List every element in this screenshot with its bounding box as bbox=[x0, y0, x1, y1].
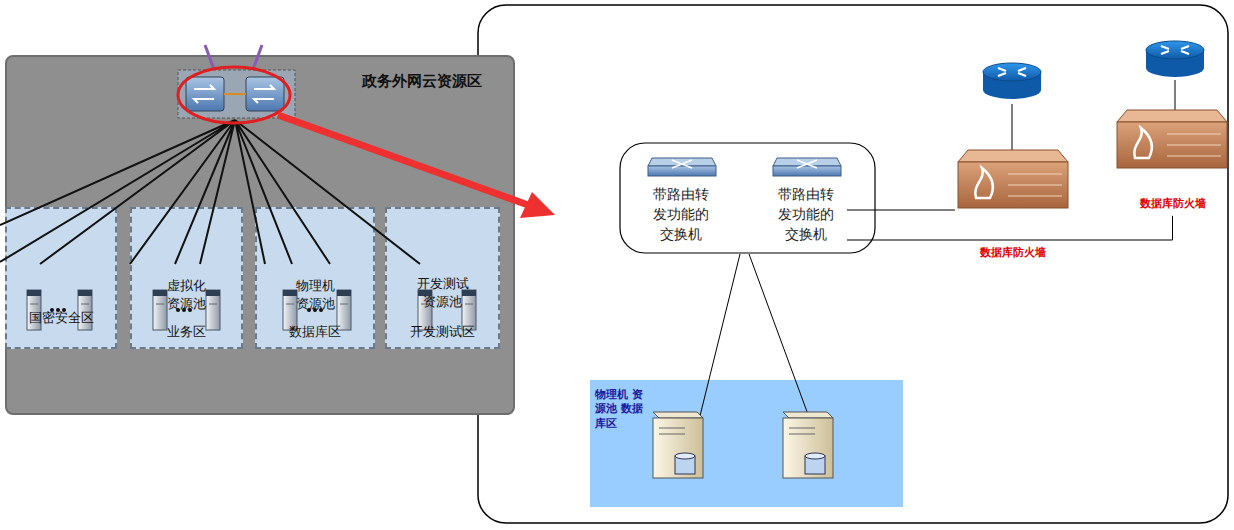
connector bbox=[847, 216, 1173, 240]
node-label: 带路由转 发功能的 交换机 bbox=[775, 184, 837, 244]
router-link bbox=[1012, 80, 1175, 150]
brick-line bbox=[1167, 145, 1221, 146]
server-body bbox=[206, 290, 220, 330]
fan-lines bbox=[0, 120, 420, 264]
server-slot bbox=[340, 304, 348, 305]
server-slot bbox=[156, 304, 164, 305]
server-body bbox=[153, 290, 167, 330]
ellipsis-dot bbox=[50, 308, 54, 312]
server-top bbox=[418, 290, 432, 296]
server-slot bbox=[421, 304, 429, 305]
server-top bbox=[27, 290, 41, 296]
zone-box: 物理机 资源池数据库区 bbox=[255, 207, 375, 349]
switch-frame bbox=[178, 70, 295, 118]
switch-node: 带路由转 发功能的 交换机 bbox=[640, 150, 722, 250]
server-body bbox=[337, 290, 351, 330]
server-body bbox=[418, 290, 432, 330]
server-icon bbox=[78, 290, 92, 330]
server-icon bbox=[283, 290, 297, 330]
server-body bbox=[462, 290, 476, 330]
server-slot bbox=[286, 304, 294, 305]
node-label: 虚拟化 资源池 bbox=[165, 277, 209, 312]
zone-box: 开发测试 资源池开发测试区 bbox=[385, 207, 500, 349]
ellipsis-dot bbox=[319, 308, 323, 312]
flame-mark bbox=[1134, 128, 1152, 158]
zone-title: 政务外网云资源区 bbox=[362, 71, 482, 91]
server-slot bbox=[30, 304, 38, 305]
server-top bbox=[153, 290, 167, 296]
server-top bbox=[337, 290, 351, 296]
server-body bbox=[27, 290, 41, 330]
server-top bbox=[462, 290, 476, 296]
router-icon bbox=[983, 63, 1041, 99]
uplink-line bbox=[205, 45, 262, 72]
server-top bbox=[206, 290, 220, 296]
node-label: 开发测试区 bbox=[403, 323, 483, 341]
server-body bbox=[283, 290, 297, 330]
zone-box: 国密安全区 bbox=[5, 207, 117, 349]
ellipsis-dot bbox=[62, 308, 66, 312]
node-label: 国密安全区 bbox=[21, 309, 101, 327]
server-top bbox=[283, 290, 297, 296]
brick-line bbox=[1008, 196, 1062, 197]
server-icon bbox=[206, 290, 220, 330]
router-icon bbox=[1146, 41, 1204, 77]
server-icon bbox=[153, 290, 167, 330]
connector bbox=[847, 210, 955, 211]
highlight-ellipse bbox=[178, 67, 290, 123]
flame-mark bbox=[975, 168, 993, 198]
node-label: 带路由转 发功能的 交换机 bbox=[650, 184, 712, 244]
server-top bbox=[78, 290, 92, 296]
server-icon bbox=[418, 290, 432, 330]
ellipsis-dot bbox=[176, 308, 180, 312]
server-pool-area: 物理机 资源池 数据库区 bbox=[590, 380, 903, 507]
node-label: 数据库区 bbox=[280, 323, 350, 341]
zone-box: 虚拟化 资源池业务区 bbox=[130, 207, 243, 349]
detail-panel bbox=[478, 5, 1228, 523]
ellipsis-dot bbox=[182, 308, 186, 312]
firewall-node: 数据库防火墙 bbox=[955, 150, 1070, 265]
switch-node: 带路由转 发功能的 交换机 bbox=[765, 150, 847, 250]
ellipsis-dot bbox=[313, 308, 317, 312]
node-label: 物理机 资源池 bbox=[293, 277, 337, 312]
database-server-icon bbox=[653, 412, 703, 478]
server-body bbox=[78, 290, 92, 330]
switch-group-outline bbox=[620, 143, 875, 253]
server-slot bbox=[81, 304, 89, 305]
server-icon bbox=[27, 290, 41, 330]
ellipsis-dot bbox=[307, 308, 311, 312]
firewall-node: 数据库防火墙 bbox=[1115, 108, 1230, 216]
firewall-icon bbox=[1117, 110, 1227, 168]
firewall-icon bbox=[958, 150, 1068, 208]
brick-line bbox=[1167, 134, 1221, 135]
server-slot bbox=[465, 304, 473, 305]
node-label: 物理机 资源池 数据库区 bbox=[595, 388, 643, 431]
ellipsis-dot bbox=[188, 308, 192, 312]
brick-line bbox=[1167, 156, 1221, 157]
database-server-icon bbox=[783, 412, 833, 478]
brick-line bbox=[1008, 185, 1062, 186]
firewall-label: 数据库防火墙 bbox=[973, 246, 1053, 261]
firewall-label: 数据库防火墙 bbox=[1133, 197, 1213, 212]
server-icon bbox=[337, 290, 351, 330]
server-icon bbox=[462, 290, 476, 330]
server-slot bbox=[209, 304, 217, 305]
ellipsis-dot bbox=[56, 308, 60, 312]
router-switch-icons bbox=[648, 158, 841, 176]
brick-line bbox=[1008, 174, 1062, 175]
core-switch-icons bbox=[186, 77, 284, 111]
server-link bbox=[697, 254, 813, 428]
node-label: 开发测试 资源池 bbox=[414, 275, 471, 310]
cloud-zone-panel: 政务外网云资源区国密安全区虚拟化 资源池业务区物理机 资源池数据库区开发测试 资… bbox=[5, 55, 515, 415]
zoom-arrow bbox=[278, 115, 555, 218]
node-label: 业务区 bbox=[157, 323, 217, 341]
